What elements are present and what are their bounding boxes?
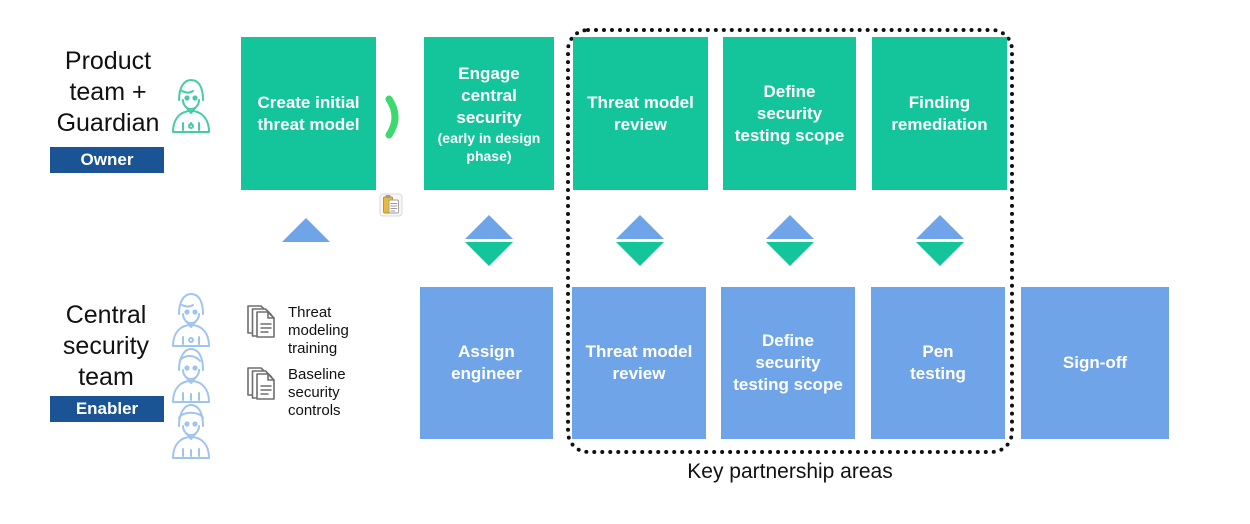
process-box-define-security-testing-scope-top[interactable]: Define security testing scope (723, 37, 856, 190)
bottom-role-label: Central security team (62, 301, 150, 391)
process-box-assign-engineer[interactable]: Assign engineer (420, 287, 553, 439)
clipboard-icon (379, 193, 403, 217)
process-box-sign-off[interactable]: Sign-off (1021, 287, 1169, 439)
process-box-label: Threat model review (587, 92, 694, 134)
process-box-label: Finding remediation (891, 92, 988, 134)
process-box-label: Define security testing scope (734, 81, 845, 145)
stacked-documents-icon (245, 303, 279, 339)
arrow-bidirectional-pen-testing (916, 215, 964, 266)
resource-label: Threat modeling training (288, 304, 349, 357)
arrow-up-icon (916, 215, 964, 239)
process-box-sublabel: (early in design phase) (437, 129, 541, 164)
arrow-bidirectional-define-security-testing-scope (766, 215, 814, 266)
arrow-bidirectional-engage-central-security (465, 215, 513, 266)
arrow-down-icon (616, 242, 664, 266)
process-box-label: Engage central security (456, 63, 522, 127)
process-box-finding-remediation[interactable]: Finding remediation (872, 37, 1007, 190)
process-box-pen-testing[interactable]: Pen testing (871, 287, 1005, 439)
guardian-person-icon (164, 74, 218, 136)
arrow-down-icon (916, 242, 964, 266)
central-team-person-icon-1 (164, 288, 218, 350)
arrow-bidirectional-threat-model-review (616, 215, 664, 266)
central-team-person-icon-2 (164, 344, 218, 406)
arrow-down-icon (766, 242, 814, 266)
central-team-person-icon-3 (164, 400, 218, 462)
process-box-label: Pen testing (910, 342, 966, 383)
resource-item-threat-modeling-training: Threat modeling training (245, 303, 375, 358)
arrow-up-icon (465, 215, 513, 239)
process-box-label: Define security testing scope (733, 331, 843, 394)
arrow-up-icon (616, 215, 664, 239)
top-role-badge: Owner (50, 147, 164, 173)
arrow-up-icon (766, 215, 814, 239)
bottom-role-badge: Enabler (50, 396, 164, 422)
process-box-engage-central-security[interactable]: Engage central security (early in design… (424, 37, 554, 190)
key-partnership-caption: Key partnership areas (687, 460, 893, 483)
process-box-define-security-testing-scope-bottom[interactable]: Define security testing scope (721, 287, 855, 439)
resource-item-baseline-security-controls: Baseline security controls (245, 365, 375, 420)
process-box-threat-model-review-top[interactable]: Threat model review (573, 37, 708, 190)
arrow-up-assign-engineer (282, 218, 330, 242)
resource-label: Baseline security controls (288, 366, 346, 419)
process-box-create-initial-threat-model[interactable]: Create initial threat model (241, 37, 376, 190)
process-box-label: Create initial threat model (257, 92, 360, 134)
stacked-documents-icon (245, 365, 279, 401)
process-box-label: Threat model review (585, 342, 693, 383)
process-box-label: Assign engineer (451, 342, 522, 383)
process-box-threat-model-review-bottom[interactable]: Threat model review (572, 287, 706, 439)
chevron-right-icon (384, 95, 406, 139)
top-role-label: Product team + Guardian (56, 47, 160, 137)
arrow-up-icon (282, 218, 330, 242)
arrow-down-icon (465, 242, 513, 266)
process-box-label: Sign-off (1062, 353, 1128, 372)
